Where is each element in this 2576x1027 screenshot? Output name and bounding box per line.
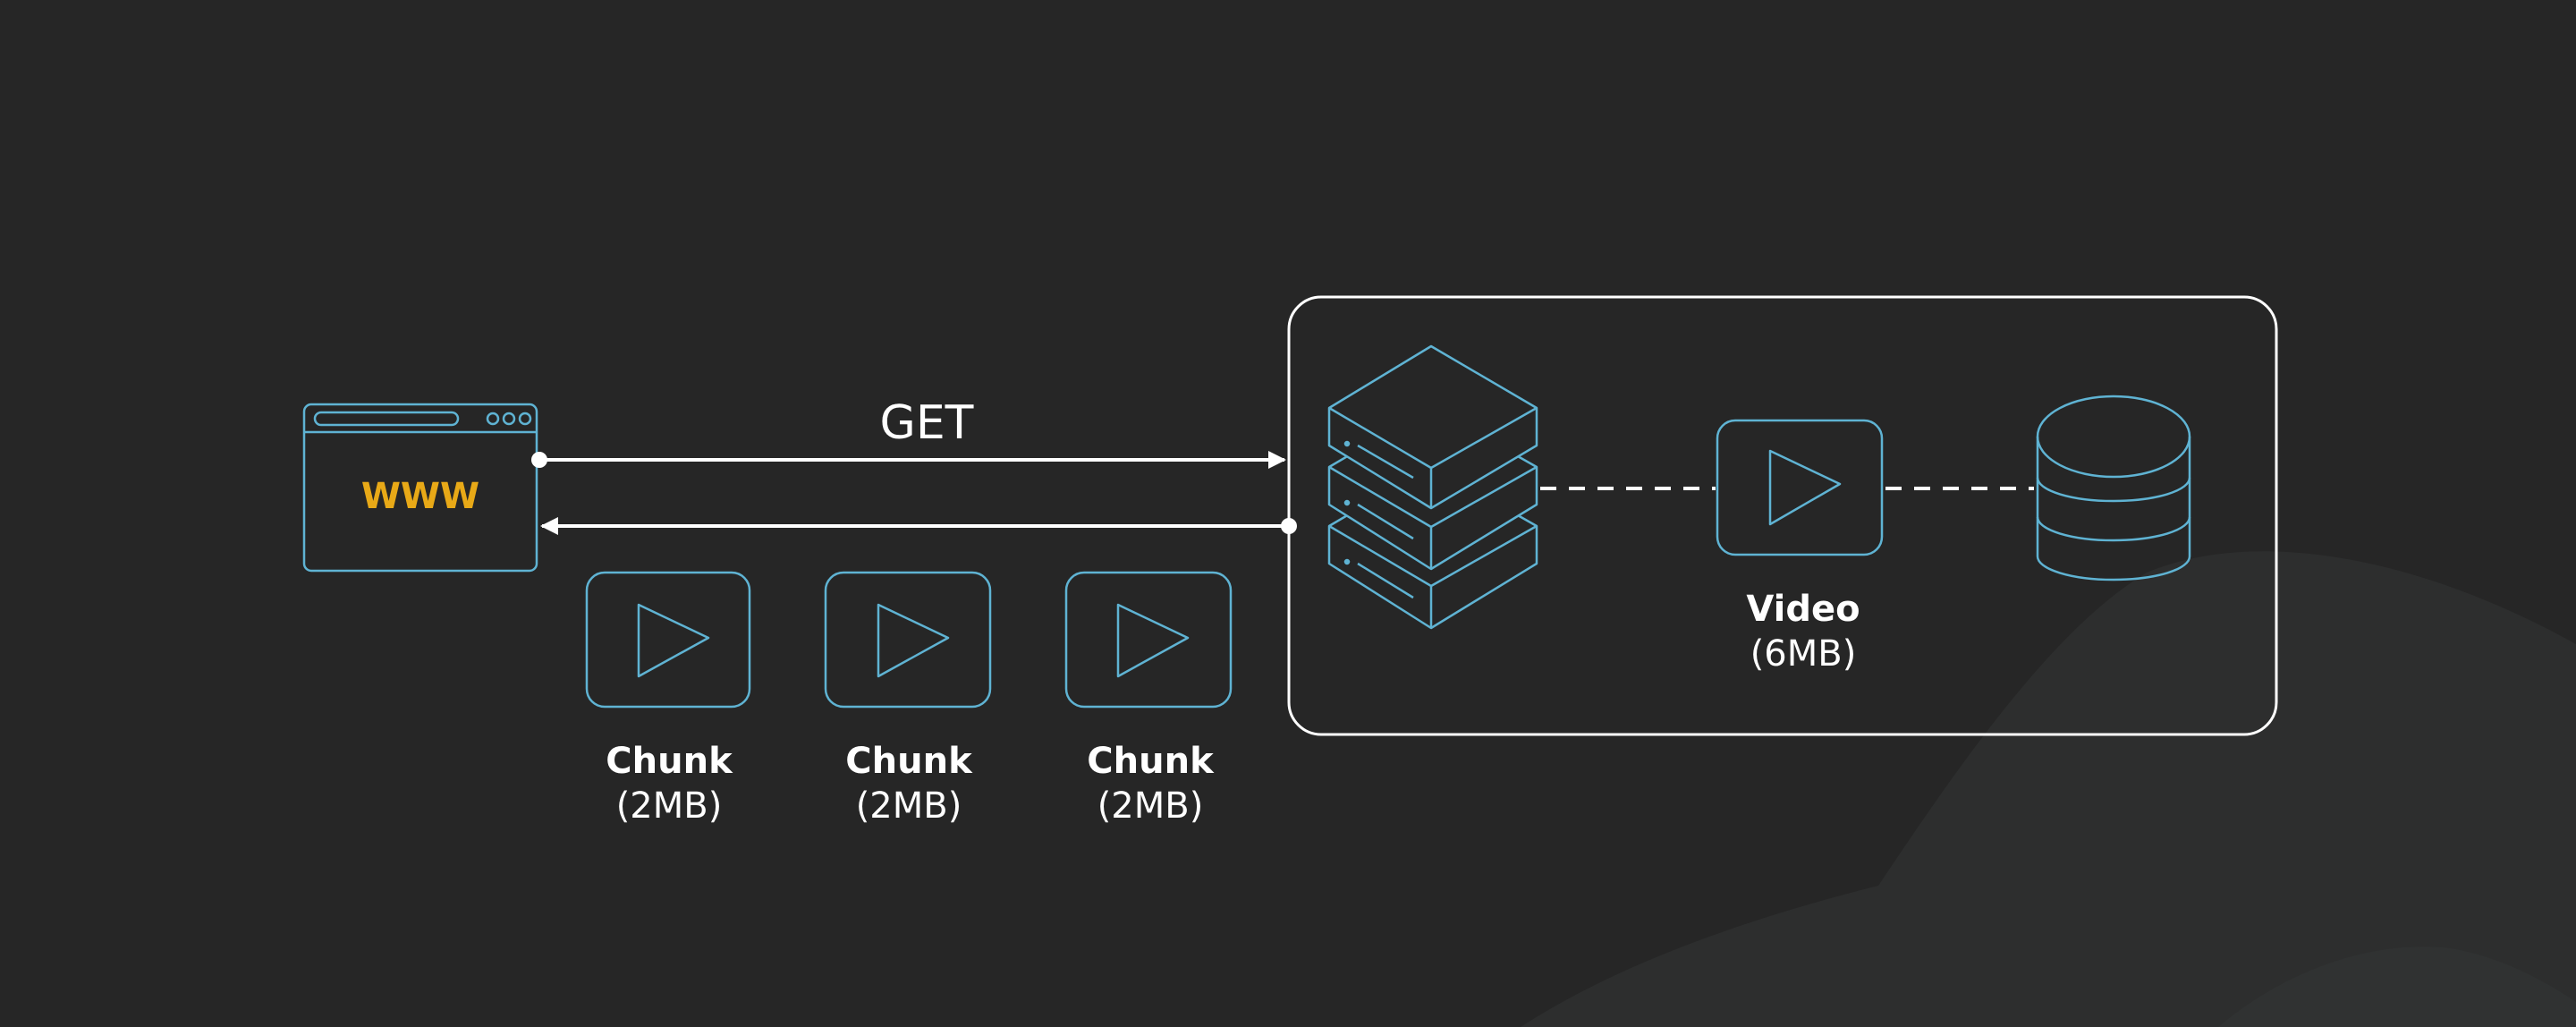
chunk-title: Chunk (1087, 741, 1215, 782)
chunk-size: (2MB) (1097, 785, 1204, 827)
play-icon (1716, 419, 1884, 556)
play-icon (1064, 571, 1233, 709)
background-shape (1521, 551, 2576, 1027)
chunk-2: Chunk (2MB) (824, 571, 992, 827)
server-group-box (1287, 295, 2278, 736)
chunk-title: Chunk (845, 741, 973, 782)
server-stack-icon (1327, 344, 1538, 630)
chunk-1: Chunk (2MB) (585, 571, 751, 827)
get-arrow-start-dot (531, 452, 547, 468)
chunk-title: Chunk (606, 741, 733, 782)
chunk-3: Chunk (2MB) (1064, 571, 1233, 827)
chunk-size: (2MB) (856, 785, 962, 827)
background-shape-lower (2218, 946, 2576, 1027)
database-icon (2036, 395, 2191, 581)
video-size: (6MB) (1750, 633, 1857, 675)
video-item: Video (6MB) (1716, 419, 1884, 675)
get-label: GET (880, 396, 974, 450)
browser-window-icon (302, 403, 538, 573)
www-label: WWW (361, 476, 479, 517)
chunk-size: (2MB) (616, 785, 723, 827)
play-icon (585, 571, 751, 709)
play-icon (824, 571, 992, 709)
video-title: Video (1746, 589, 1860, 630)
